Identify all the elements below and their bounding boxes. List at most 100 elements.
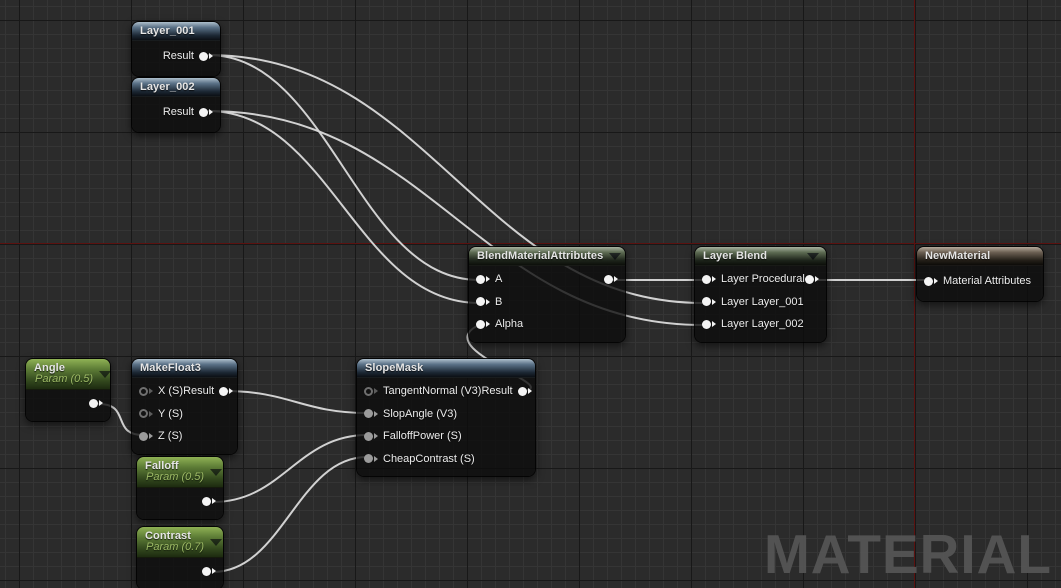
output-pin-group (202, 496, 216, 506)
wire-layer001-result-to-blend-a[interactable] (207, 54, 480, 281)
pin-output[interactable] (219, 386, 234, 396)
input-pin-group: TangentNormal (V3) (364, 385, 481, 397)
wire-contrast-to-slopemask-cheapcontrast[interactable] (212, 456, 368, 573)
node-title: NewMaterial (925, 250, 991, 262)
pin-input[interactable] (364, 431, 378, 441)
chevron-down-icon[interactable] (210, 468, 223, 476)
pin-output[interactable] (517, 386, 532, 396)
node-row: Y (S) (132, 403, 237, 426)
node-row: CheapContrast (S) (357, 448, 535, 471)
node-header-make-float3[interactable]: MakeFloat3 (132, 359, 237, 378)
pin-input[interactable] (139, 409, 153, 419)
pin-input[interactable] (476, 297, 490, 307)
node-row: Alpha (469, 313, 625, 336)
input-pin-group: Z (S) (139, 430, 182, 442)
pin-input[interactable] (364, 454, 378, 464)
chevron-down-icon[interactable] (99, 370, 112, 378)
input-pin-label: B (495, 295, 503, 308)
output-pin-label: Result (162, 106, 194, 119)
input-pin-label: Y (S) (158, 407, 183, 420)
input-pin-label: FalloffPower (S) (383, 430, 462, 443)
node-body (137, 488, 223, 519)
input-pin-label: Layer Layer_001 (721, 295, 804, 308)
pin-input[interactable] (702, 297, 716, 307)
pin-output[interactable] (89, 398, 103, 408)
pin-input[interactable] (702, 319, 716, 329)
pin-input[interactable] (364, 386, 378, 396)
chevron-down-icon[interactable] (807, 252, 819, 260)
pin-output[interactable] (805, 274, 819, 284)
node-header-layer-blend[interactable]: Layer Blend (695, 247, 826, 266)
node-header-new-material[interactable]: NewMaterial (917, 247, 1043, 266)
node-title: Contrast (145, 530, 192, 542)
node-row: B (469, 291, 625, 314)
node-header-blend-material-attributes[interactable]: BlendMaterialAttributes (469, 247, 625, 266)
node-header-layer-001[interactable]: Layer_001 (132, 22, 220, 41)
node-title: Falloff (145, 460, 179, 472)
wire-layer002-result-to-blend-b[interactable] (207, 110, 480, 304)
node-row: Layer Layer_001 (695, 291, 826, 314)
pin-output[interactable] (199, 51, 213, 61)
input-pin-group: SlopAngle (V3) (364, 408, 457, 420)
input-pin-label: A (495, 273, 503, 286)
pin-input[interactable] (139, 386, 153, 396)
node-param-value: Param (0.5) (35, 373, 94, 385)
chevron-down-icon[interactable] (210, 538, 223, 546)
pin-input[interactable] (139, 431, 153, 441)
chevron-down-icon[interactable] (609, 252, 622, 260)
input-pin-group: Material Attributes (924, 275, 1031, 287)
node-row: X (S)Result (132, 380, 237, 403)
input-pin-label: Material Attributes (943, 275, 1032, 288)
node-title: MakeFloat3 (140, 362, 201, 374)
pin-output[interactable] (202, 496, 216, 506)
node-title: Layer Blend (703, 250, 768, 262)
pin-input[interactable] (924, 276, 938, 286)
pin-output[interactable] (202, 566, 216, 576)
pin-input[interactable] (476, 274, 490, 284)
node-row: FalloffPower (S) (357, 425, 535, 448)
node-body: Result (132, 41, 220, 76)
node-header-layer-002[interactable]: Layer_002 (132, 78, 220, 97)
node-row: Layer Procedural (695, 268, 826, 291)
input-pin-label: Z (S) (158, 430, 183, 443)
pin-output[interactable] (604, 274, 618, 284)
input-pin-group: X (S) (139, 385, 183, 397)
input-pin-label: TangentNormal (V3) (383, 385, 482, 398)
node-row: Result (132, 45, 220, 68)
pin-input[interactable] (364, 409, 378, 419)
input-pin-group: Y (S) (139, 408, 183, 420)
input-pin-label: Layer Procedural (721, 273, 805, 286)
node-body (26, 390, 110, 421)
wire-makefloat3-result-to-slopemask-slopangle[interactable] (224, 390, 368, 414)
wire-layer001-result-to-layerblend-layer001[interactable] (207, 54, 704, 304)
node-row: Material Attributes (917, 270, 1043, 293)
input-pin-group: CheapContrast (S) (364, 453, 475, 465)
pin-input[interactable] (702, 274, 716, 284)
node-make-float3[interactable]: MakeFloat3 X (S)Result Y (S) Z (S) (131, 358, 238, 455)
wire-falloff-to-slopemask-falloffpower[interactable] (212, 434, 368, 503)
input-pin-group: Layer Layer_002 (702, 318, 804, 330)
input-pin-group: Layer Layer_001 (702, 296, 804, 308)
pin-input[interactable] (476, 319, 490, 329)
node-header-slope-mask[interactable]: SlopeMask (357, 359, 535, 378)
pin-output[interactable] (199, 107, 213, 117)
input-pin-group: Layer Procedural (702, 273, 805, 285)
input-pin-group: FalloffPower (S) (364, 430, 462, 442)
node-row (137, 490, 223, 513)
node-row: Layer Layer_002 (695, 313, 826, 336)
input-pin-label: CheapContrast (S) (383, 452, 475, 465)
